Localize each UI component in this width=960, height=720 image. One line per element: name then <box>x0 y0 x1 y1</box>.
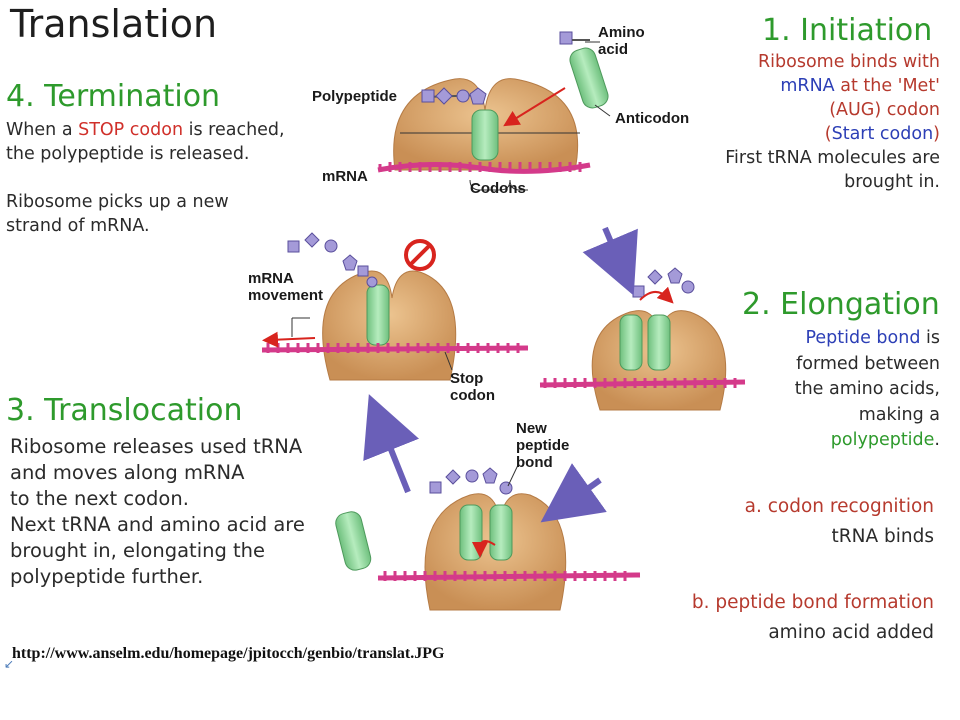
elongation-line4: making a <box>858 404 940 425</box>
initiation-line2: mRNA at the 'Met' <box>610 74 940 98</box>
label-mrna-movement-1: mRNA <box>248 270 294 287</box>
initiation-line3: (AUG) codon <box>829 100 940 120</box>
heading-termination: 4. Termination <box>6 79 221 114</box>
mrna-highlight: mRNA <box>780 76 835 96</box>
cycle-arrows <box>363 226 638 523</box>
step-a-title: a. codon recognition <box>744 496 934 517</box>
initiation-line5: First tRNA molecules are <box>725 148 940 168</box>
peptide-bond-highlight: Peptide bond <box>805 328 921 348</box>
termination-description: When a STOP codon is reached, the polype… <box>6 118 326 238</box>
polypeptide-chain-top <box>421 87 487 105</box>
termination-line4: strand of mRNA. <box>6 216 150 236</box>
step-a: a. codon recognition tRNA binds <box>614 492 934 552</box>
label-codons: Codons <box>470 180 526 197</box>
translocation-line: Ribosome releases used tRNA <box>10 435 303 458</box>
termination-line1-end: is reached, <box>183 120 285 140</box>
heading-translocation: 3. Translocation <box>6 393 243 428</box>
elongation-period: . <box>934 430 940 450</box>
ribosome-initiation <box>377 31 611 191</box>
step-b-title: b. peptide bond formation <box>691 592 934 613</box>
translocation-line: to the next codon. <box>10 487 189 510</box>
initiation-line4: (Start codon) <box>610 122 940 146</box>
ribosome-elongation <box>539 267 746 411</box>
translocation-line: polypeptide further. <box>10 565 204 588</box>
paren-open: ( <box>824 124 832 144</box>
incoming-trna <box>559 31 609 109</box>
heading-initiation: 1. Initiation <box>762 13 933 48</box>
polypeptide-highlight: polypeptide <box>830 430 935 450</box>
label-peptide: peptide <box>516 437 570 454</box>
translocation-description: Ribosome releases used tRNA and moves al… <box>10 434 340 590</box>
stop-symbol-icon <box>404 239 436 271</box>
translocation-line: brought in, elongating the <box>10 539 266 562</box>
ribosome-translocation <box>335 464 641 611</box>
label-mrna-movement-2: movement <box>248 287 324 304</box>
translocation-line: Next tRNA and amino acid are <box>10 513 305 536</box>
paren-close: ) <box>933 124 940 144</box>
polypeptide-chain-released <box>287 232 378 288</box>
initiation-line2-rest: at the 'Met' <box>834 76 940 96</box>
initiation-description: Ribosome binds with mRNA at the 'Met' (A… <box>610 50 940 194</box>
label-acid: acid <box>598 41 629 58</box>
label-mrna: mRNA <box>322 168 368 185</box>
termination-line1: When a STOP codon is reached, <box>6 118 326 142</box>
elongation-line3: the amino acids, <box>794 379 940 399</box>
termination-line2: the polypeptide is released. <box>6 144 250 164</box>
ribosome-termination <box>261 232 529 381</box>
label-polypeptide: Polypeptide <box>312 88 398 105</box>
source-url[interactable]: http://www.anselm.edu/homepage/jpitocch/… <box>12 645 445 662</box>
elongation-line1: Peptide bond is <box>680 326 940 352</box>
elongation-line1-rest: is <box>920 328 940 348</box>
step-b-desc: amino acid added <box>768 622 934 643</box>
initiation-line6: brought in. <box>844 172 940 192</box>
elongation-description: Peptide bond is formed between the amino… <box>680 326 940 454</box>
step-b: b. peptide bond formation amino acid add… <box>594 588 934 648</box>
label-bond: bond <box>516 454 553 471</box>
termination-line3: Ribosome picks up a new <box>6 192 229 212</box>
elongation-line5: polypeptide. <box>680 428 940 454</box>
label-amino-acid: Amino acid <box>598 24 645 58</box>
label-anticodon: Anticodon <box>615 110 690 127</box>
label-new-peptide-bond: New peptide bond <box>516 420 569 471</box>
step-a-desc: tRNA binds <box>831 526 934 547</box>
label-amino: Amino <box>598 24 645 41</box>
termination-line1-start: When a <box>6 120 79 140</box>
label-stop: Stop <box>450 370 484 387</box>
label-new: New <box>516 420 547 437</box>
translocation-line: and moves along mRNA <box>10 461 245 484</box>
start-codon-highlight: Start codon <box>831 124 934 144</box>
label-stop-codon: Stop codon <box>450 370 495 404</box>
stop-codon-highlight: STOP codon <box>78 120 184 140</box>
url-marker-glyph: ↙ <box>4 657 14 671</box>
initiation-line1: Ribosome binds with <box>757 52 940 72</box>
page-title: Translation <box>10 2 218 46</box>
heading-elongation: 2. Elongation <box>742 287 940 322</box>
label-codon: codon <box>450 387 495 404</box>
label-mrna-movement: mRNA movement <box>248 270 323 304</box>
elongation-line2: formed between <box>796 353 940 374</box>
